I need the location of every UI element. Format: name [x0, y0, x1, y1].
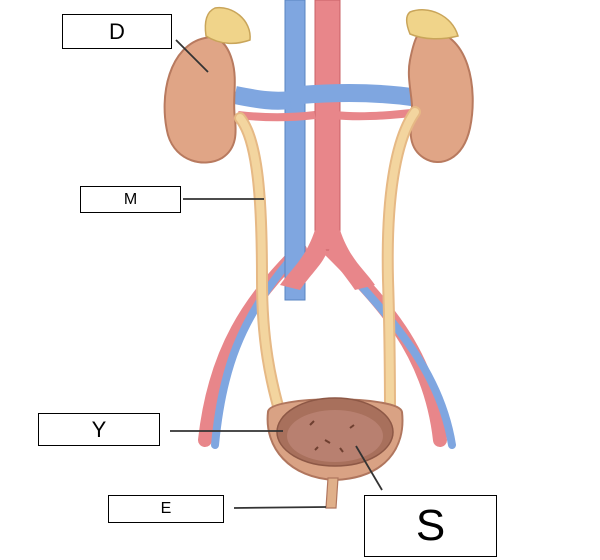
label-s: S [364, 495, 497, 557]
leader-lines [170, 39, 383, 509]
aorta [314, 0, 341, 251]
label-m: M [80, 186, 181, 213]
label-e: E [108, 495, 224, 523]
ureters [234, 106, 421, 426]
kidney-left [163, 6, 251, 164]
label-y: Y [38, 413, 160, 446]
vena-cava [284, 0, 306, 301]
kidney-right [405, 9, 474, 163]
urethra [325, 477, 339, 509]
label-d: D [62, 14, 172, 49]
bladder [266, 397, 404, 482]
